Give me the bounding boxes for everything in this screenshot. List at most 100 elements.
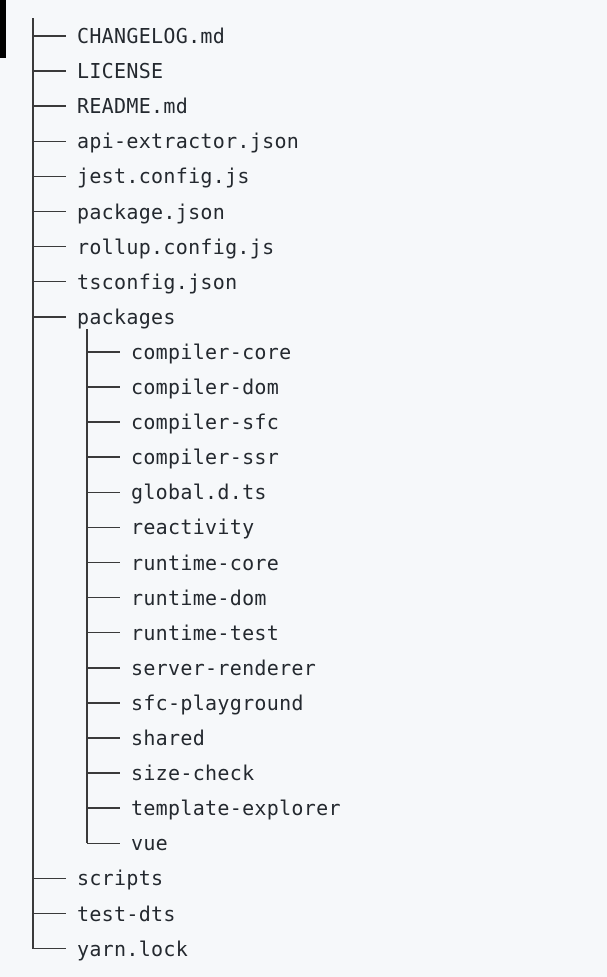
tree-guide-line (32, 755, 34, 791)
tree-connector (33, 280, 66, 283)
tree-guide-line (32, 580, 34, 616)
tree-connector (87, 667, 120, 669)
item-label: test-dts (77, 901, 176, 926)
tree-guide-line (32, 404, 34, 440)
tree-branch-line (32, 123, 34, 159)
tree-guide-line (32, 509, 34, 545)
package-item[interactable]: compiler-ssr (131, 440, 279, 475)
tree-guide-line (32, 720, 34, 756)
package-item[interactable]: reactivity (131, 510, 254, 545)
tree-guide-line (32, 474, 34, 510)
package-item[interactable]: runtime-core (131, 545, 279, 580)
tree-branch-line (86, 328, 88, 335)
tree-guide-line (32, 615, 34, 651)
item-label: sfc-playground (131, 690, 304, 715)
item-label: compiler-core (131, 339, 292, 364)
item-label: scripts (77, 866, 164, 891)
tree-branch-line (86, 825, 88, 844)
item-label: runtime-core (131, 550, 280, 575)
item-label: packages (77, 304, 176, 329)
tree-connector (87, 351, 120, 353)
item-label: README.md (77, 94, 189, 119)
item-label: jest.config.js (77, 164, 250, 189)
package-item[interactable]: runtime-dom (131, 580, 267, 615)
tree-branch-line (86, 580, 88, 616)
tree-branch-line (86, 404, 88, 440)
item-label: shared (131, 726, 206, 750)
tree-branch-line (32, 18, 34, 54)
tree-connector (33, 105, 66, 107)
tree-connector (33, 140, 66, 143)
package-item[interactable]: shared (131, 721, 205, 756)
file-item[interactable]: api-extractor.json (77, 124, 299, 159)
file-item[interactable]: package.json (77, 194, 225, 229)
tree-branch-line (86, 650, 88, 686)
tree-branch-line (86, 439, 88, 475)
tree-connector (87, 526, 120, 529)
file-item[interactable]: scripts (77, 861, 163, 896)
tree-branch-line (32, 895, 34, 932)
tree-connector (87, 561, 120, 564)
file-item[interactable]: jest.config.js (77, 159, 250, 194)
tree-connector (33, 70, 66, 72)
file-item[interactable]: tsconfig.json (77, 264, 237, 299)
tree-branch-line (32, 931, 34, 949)
folder-packages[interactable]: packages (77, 299, 176, 334)
tree-branch-line (86, 334, 88, 370)
package-item[interactable]: template-explorer (131, 791, 341, 826)
item-label: api-extractor.json (77, 129, 300, 154)
tree-branch-line (86, 615, 88, 651)
tree-connector (87, 421, 120, 423)
file-item[interactable]: test-dts (77, 896, 176, 931)
tree-branch-line (86, 790, 88, 826)
file-item[interactable]: yarn.lock (77, 931, 188, 966)
tree-connector (87, 772, 120, 774)
item-label: CHANGELOG.md (77, 24, 226, 48)
package-item[interactable]: runtime-test (131, 615, 279, 650)
item-label: size-check (131, 761, 255, 786)
tree-guide-line (32, 369, 34, 405)
tree-connector (33, 175, 66, 178)
tree-connector (33, 35, 66, 37)
tree-guide-line (32, 790, 34, 826)
tree-branch-line (86, 685, 88, 721)
package-item[interactable]: global.d.ts (131, 475, 267, 510)
file-item[interactable]: README.md (77, 89, 188, 124)
tree-branch-line (32, 229, 34, 265)
tree-branch-line (32, 158, 34, 194)
tree-connector (87, 596, 120, 599)
file-item[interactable]: rollup.config.js (77, 229, 274, 264)
package-item[interactable]: compiler-core (131, 334, 291, 369)
tree-connector (87, 631, 120, 634)
tree-connector (33, 316, 66, 318)
package-item[interactable]: compiler-dom (131, 370, 279, 405)
item-label: compiler-sfc (131, 410, 280, 435)
item-label: vue (131, 831, 169, 856)
tree-branch-line (32, 299, 34, 335)
item-label: template-explorer (131, 796, 341, 821)
tree-branch-line (86, 720, 88, 756)
tree-branch-line (86, 755, 88, 791)
tree-connector (33, 947, 66, 950)
file-item[interactable]: LICENSE (77, 54, 163, 89)
tree-connector (33, 210, 66, 213)
item-label: runtime-test (131, 620, 280, 645)
item-label: yarn.lock (77, 936, 189, 961)
window-edge (0, 0, 6, 58)
file-item[interactable]: CHANGELOG.md (77, 19, 225, 54)
tree-connector (87, 842, 120, 845)
item-label: tsconfig.json (77, 269, 238, 294)
package-item[interactable]: sfc-playground (131, 685, 304, 720)
package-item[interactable]: vue (131, 826, 168, 861)
tree-connector (87, 456, 120, 458)
tree-branch-line (32, 193, 34, 230)
tree-branch-line (32, 860, 34, 896)
item-label: server-renderer (131, 655, 317, 680)
tree-branch-line (86, 509, 88, 545)
package-item[interactable]: size-check (131, 756, 254, 791)
tree-branch-line (86, 369, 88, 405)
package-item[interactable]: server-renderer (131, 650, 316, 685)
package-item[interactable]: compiler-sfc (131, 405, 279, 440)
tree-branch-line (86, 544, 88, 581)
